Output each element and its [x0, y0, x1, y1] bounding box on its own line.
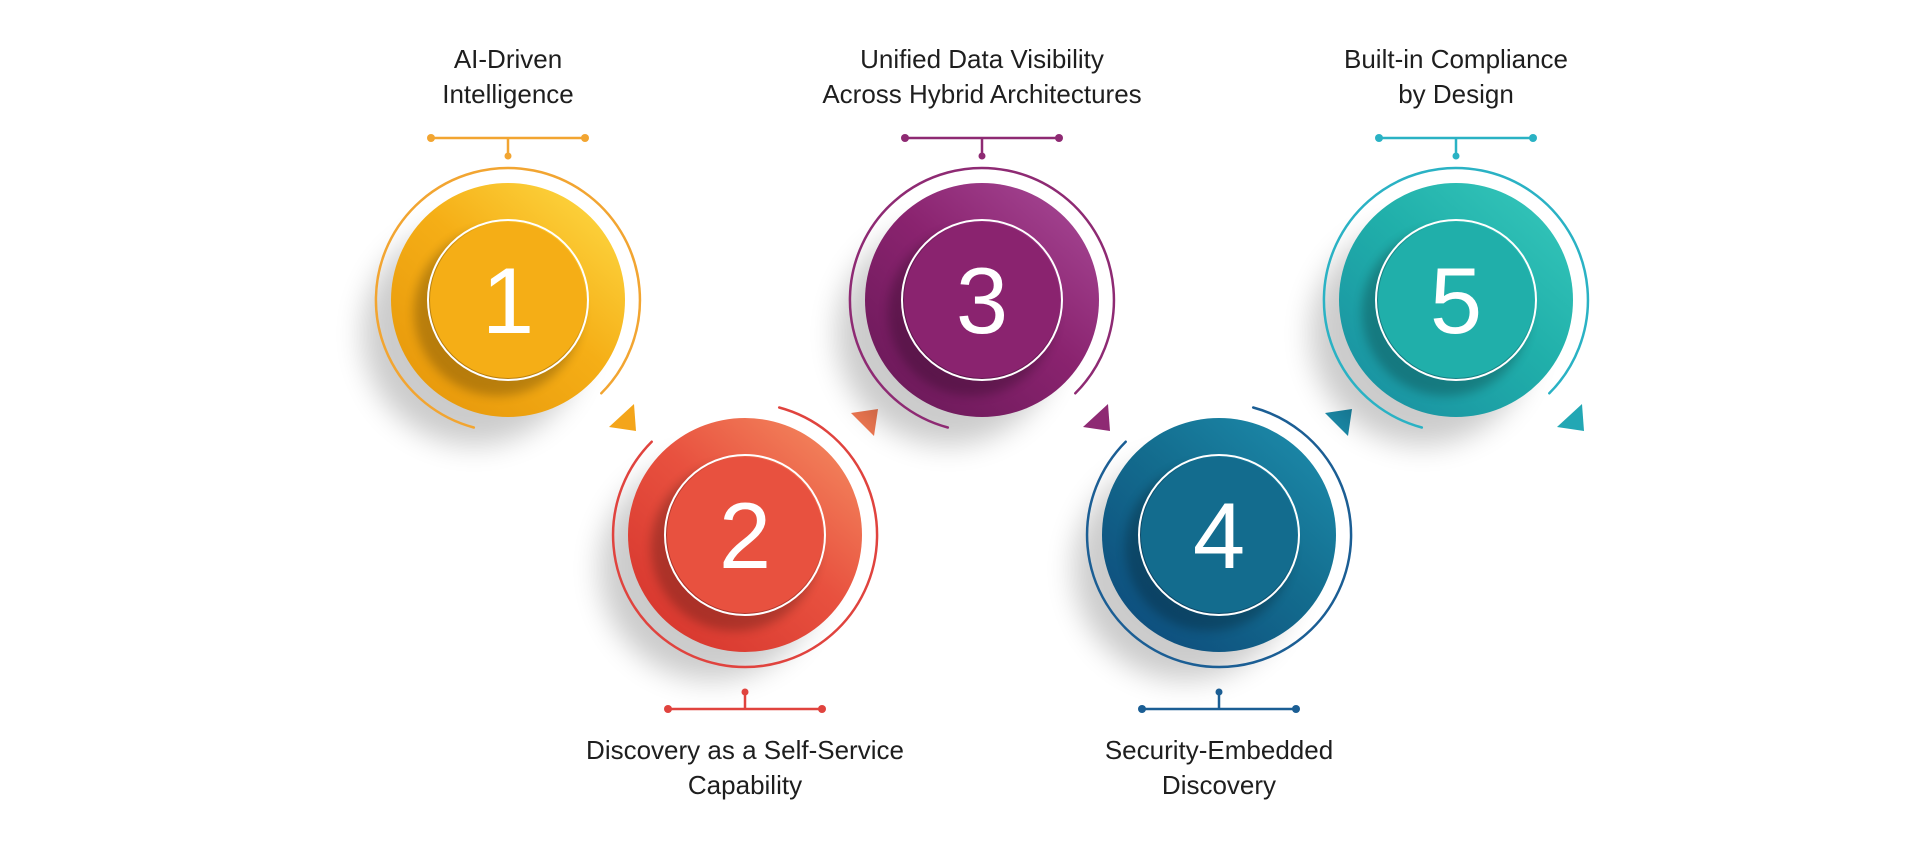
step-title-1: AI-Driven Intelligence	[442, 44, 574, 109]
step-3: 3	[837, 134, 1116, 445]
label-bracket	[664, 688, 826, 713]
inner-disc	[1378, 222, 1534, 378]
inner-ring	[664, 454, 826, 616]
inner-disc	[667, 457, 823, 613]
inner-disc	[1141, 457, 1297, 613]
label-bracket	[901, 134, 1063, 160]
inner-ring	[427, 219, 589, 381]
step-number: 1	[482, 248, 534, 353]
step-4: 4	[1074, 406, 1353, 713]
inner-disc	[430, 222, 586, 378]
inner-ring	[1375, 219, 1537, 381]
inner-ring	[901, 219, 1063, 381]
outer-ring-arc	[374, 166, 642, 429]
step-number: 4	[1193, 483, 1245, 588]
step-2: 2	[600, 406, 879, 713]
label-bracket	[1375, 134, 1537, 160]
connector-arrowhead	[609, 404, 636, 431]
connector-arrowhead	[1083, 404, 1110, 431]
outer-ring-arc	[1085, 406, 1353, 669]
step-5: 5	[1311, 134, 1590, 445]
step-title-5: Built-in Compliance by Design	[1344, 44, 1568, 109]
step-number: 3	[956, 248, 1008, 353]
step-number: 5	[1430, 248, 1482, 353]
label-bracket	[1138, 688, 1300, 713]
step-title-3: Unified Data Visibility Across Hybrid Ar…	[822, 44, 1142, 109]
connector-arrowhead	[1557, 404, 1584, 431]
step-title-2: Discovery as a Self-Service Capability	[586, 735, 904, 800]
connector-arrowhead	[851, 409, 878, 436]
label-bracket	[427, 134, 589, 160]
step-1: 1	[363, 134, 642, 445]
outer-ring-arc	[1322, 166, 1590, 429]
inner-ring	[1138, 454, 1300, 616]
step-title-4: Security-Embedded Discovery	[1104, 735, 1334, 800]
connector-arrowhead	[1325, 409, 1352, 436]
step-number: 2	[719, 483, 771, 588]
outer-ring-arc	[611, 406, 879, 669]
inner-disc	[904, 222, 1060, 378]
outer-ring-arc	[848, 166, 1116, 429]
